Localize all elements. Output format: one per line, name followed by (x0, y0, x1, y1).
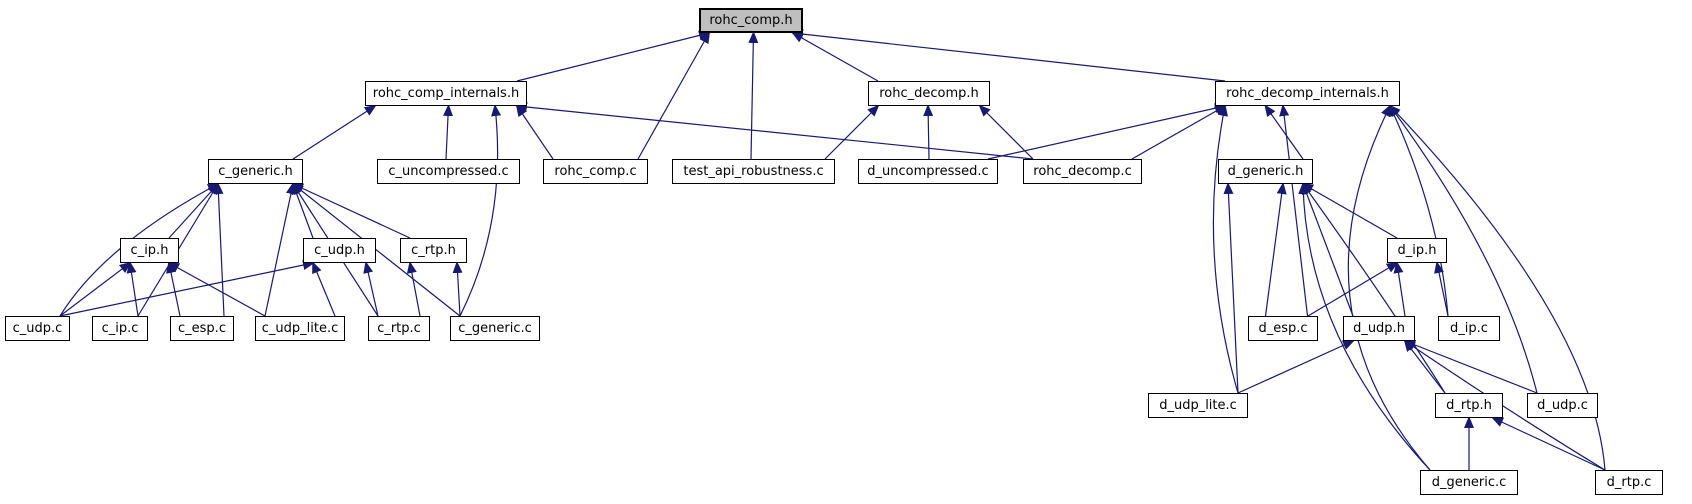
node-d-ip-h[interactable]: d_ip.h (1387, 238, 1447, 263)
edge-rohc-decomp-c-to-rohc-comp-internals-h (515, 102, 1034, 160)
edge-d-generic-h-to-rohc-decomp-internals-h (1264, 104, 1304, 160)
edge-c-udp-lite-c-to-c-generic-h (264, 182, 296, 317)
node-d-generic-h[interactable]: d_generic.h (1218, 159, 1313, 184)
edge-c-udp-c-to-c-udp-h (59, 260, 315, 317)
edge-d-uncompressed-c-to-rohc-decomp-h (923, 104, 934, 160)
node-d-rtp-c[interactable]: d_rtp.c (1595, 470, 1663, 495)
edge-c-udp-lite-c-to-c-ip-h (167, 262, 266, 317)
node-c-generic-c[interactable]: c_generic.c (450, 316, 540, 341)
edge-c-generic-c-to-c-generic-h (291, 182, 461, 317)
node-c-uncompressed-c[interactable]: c_uncompressed.c (377, 159, 520, 184)
node-c-ip-c[interactable]: c_ip.c (92, 316, 148, 341)
edge-test-api-robustness-c-to-rohc-decomp-h (824, 104, 880, 160)
edge-c-ip-c-to-c-ip-h (126, 261, 139, 317)
edge-rohc-decomp-c-to-rohc-decomp-internals-h (1131, 105, 1227, 160)
node-d-udp-lite-c[interactable]: d_udp_lite.c (1148, 393, 1248, 418)
node-c-ip-h[interactable]: c_ip.h (120, 238, 179, 263)
edge-d-esp-c-to-rohc-decomp-internals-h (1279, 104, 1309, 317)
edge-d-uncompressed-c-to-rohc-decomp-internals-h (987, 103, 1227, 160)
edge-rohc-decomp-h-to-rohc-comp-h (791, 32, 879, 82)
edge-c-rtp-h-to-c-generic-h (291, 183, 411, 239)
edge-c-udp-lite-c-to-c-udp-h (312, 261, 336, 317)
edge-d-rtp-c-to-d-udp-h (1403, 339, 1606, 471)
edge-d-esp-c-to-d-generic-h (1264, 182, 1287, 317)
node-d-udp-c[interactable]: d_udp.c (1527, 393, 1598, 418)
edge-test-api-robustness-c-to-rohc-comp-h (748, 31, 759, 160)
node-rohc-comp-c[interactable]: rohc_comp.c (543, 159, 648, 184)
edge-c-udp-c-to-c-ip-h (59, 261, 132, 317)
edge-c-ip-h-to-c-generic-h (168, 182, 220, 239)
node-d-rtp-h[interactable]: d_rtp.h (1435, 393, 1503, 418)
node-c-esp-c[interactable]: c_esp.c (170, 316, 234, 341)
edge-d-udp-h-to-d-ip-h (1393, 261, 1406, 317)
node-rohc-decomp-internals-h[interactable]: rohc_decomp_internals.h (1215, 81, 1400, 106)
node-d-esp-c[interactable]: d_esp.c (1248, 316, 1318, 341)
node-c-udp-c[interactable]: c_udp.c (5, 316, 70, 341)
edge-d-udp-c-to-rohc-decomp-internals-h (1388, 104, 1538, 394)
edge-d-udp-c-to-d-udp-h (1403, 340, 1538, 394)
edge-c-generic-c-to-c-rtp-h (452, 261, 463, 317)
edge-d-udp-lite-c-to-d-generic-h (1223, 182, 1239, 394)
edge-d-ip-h-to-d-generic-h (1301, 183, 1398, 239)
edge-d-ip-c-to-d-ip-h (1434, 261, 1449, 317)
node-c-udp-lite-c[interactable]: c_udp_lite.c (255, 316, 345, 341)
edge-c-rtp-c-to-c-rtp-h (406, 261, 421, 317)
edge-d-udp-lite-c-to-d-udp-h (1237, 340, 1355, 394)
edge-d-udp-h-to-d-generic-h (1301, 182, 1354, 317)
edge-rohc-comp-c-to-rohc-comp-internals-h (515, 104, 554, 160)
edge-d-ip-c-to-rohc-decomp-internals-h (1389, 104, 1449, 317)
node-rohc-comp-internals-h[interactable]: rohc_comp_internals.h (365, 81, 527, 106)
edge-c-uncompressed-c-to-rohc-comp-internals-h (443, 104, 454, 160)
edge-d-generic-c-to-rohc-decomp-internals-h (1347, 104, 1431, 471)
node-c-rtp-c[interactable]: c_rtp.c (368, 316, 430, 341)
edge-c-generic-h-to-rohc-comp-internals-h (292, 104, 377, 160)
node-rohc-decomp-h[interactable]: rohc_decomp.h (868, 81, 990, 106)
edge-d-rtp-c-to-d-rtp-h (1491, 417, 1606, 471)
node-c-generic-h[interactable]: c_generic.h (208, 159, 303, 184)
edge-d-esp-c-to-d-ip-h (1307, 261, 1399, 317)
edge-d-rtp-h-to-d-generic-h (1301, 182, 1446, 394)
edge-rohc-comp-c-to-rohc-comp-h (637, 31, 710, 160)
node-rohc-comp-h[interactable]: rohc_comp.h (699, 8, 803, 33)
edge-d-rtp-c-to-rohc-decomp-internals-h (1388, 104, 1606, 471)
node-test-api-robustness-c[interactable]: test_api_robustness.c (672, 159, 835, 184)
node-c-rtp-h[interactable]: c_rtp.h (400, 238, 467, 263)
node-d-generic-c[interactable]: d_generic.c (1420, 470, 1518, 495)
edge-rohc-comp-internals-h-to-rohc-comp-h (516, 30, 711, 82)
node-c-udp-h[interactable]: c_udp.h (303, 238, 376, 263)
node-d-uncompressed-c[interactable]: d_uncompressed.c (858, 159, 998, 184)
node-rohc-decomp-c[interactable]: rohc_decomp.c (1023, 159, 1142, 184)
edge-d-udp-lite-c-to-rohc-decomp-internals-h (1212, 104, 1239, 394)
edge-d-generic-c-to-d-generic-h (1298, 182, 1431, 471)
edge-rohc-decomp-internals-h-to-rohc-comp-h (791, 29, 1226, 82)
edge-c-esp-c-to-c-generic-h (213, 182, 225, 317)
edge-c-rtp-c-to-c-udp-h (363, 261, 379, 317)
node-d-ip-c[interactable]: d_ip.c (1438, 316, 1500, 341)
edge-rohc-decomp-c-to-rohc-decomp-h (978, 104, 1034, 160)
edge-c-esp-c-to-c-ip-h (166, 261, 181, 317)
edge-c-generic-c-to-rohc-comp-internals-h (459, 104, 502, 317)
node-d-udp-h[interactable]: d_udp.h (1343, 316, 1415, 341)
